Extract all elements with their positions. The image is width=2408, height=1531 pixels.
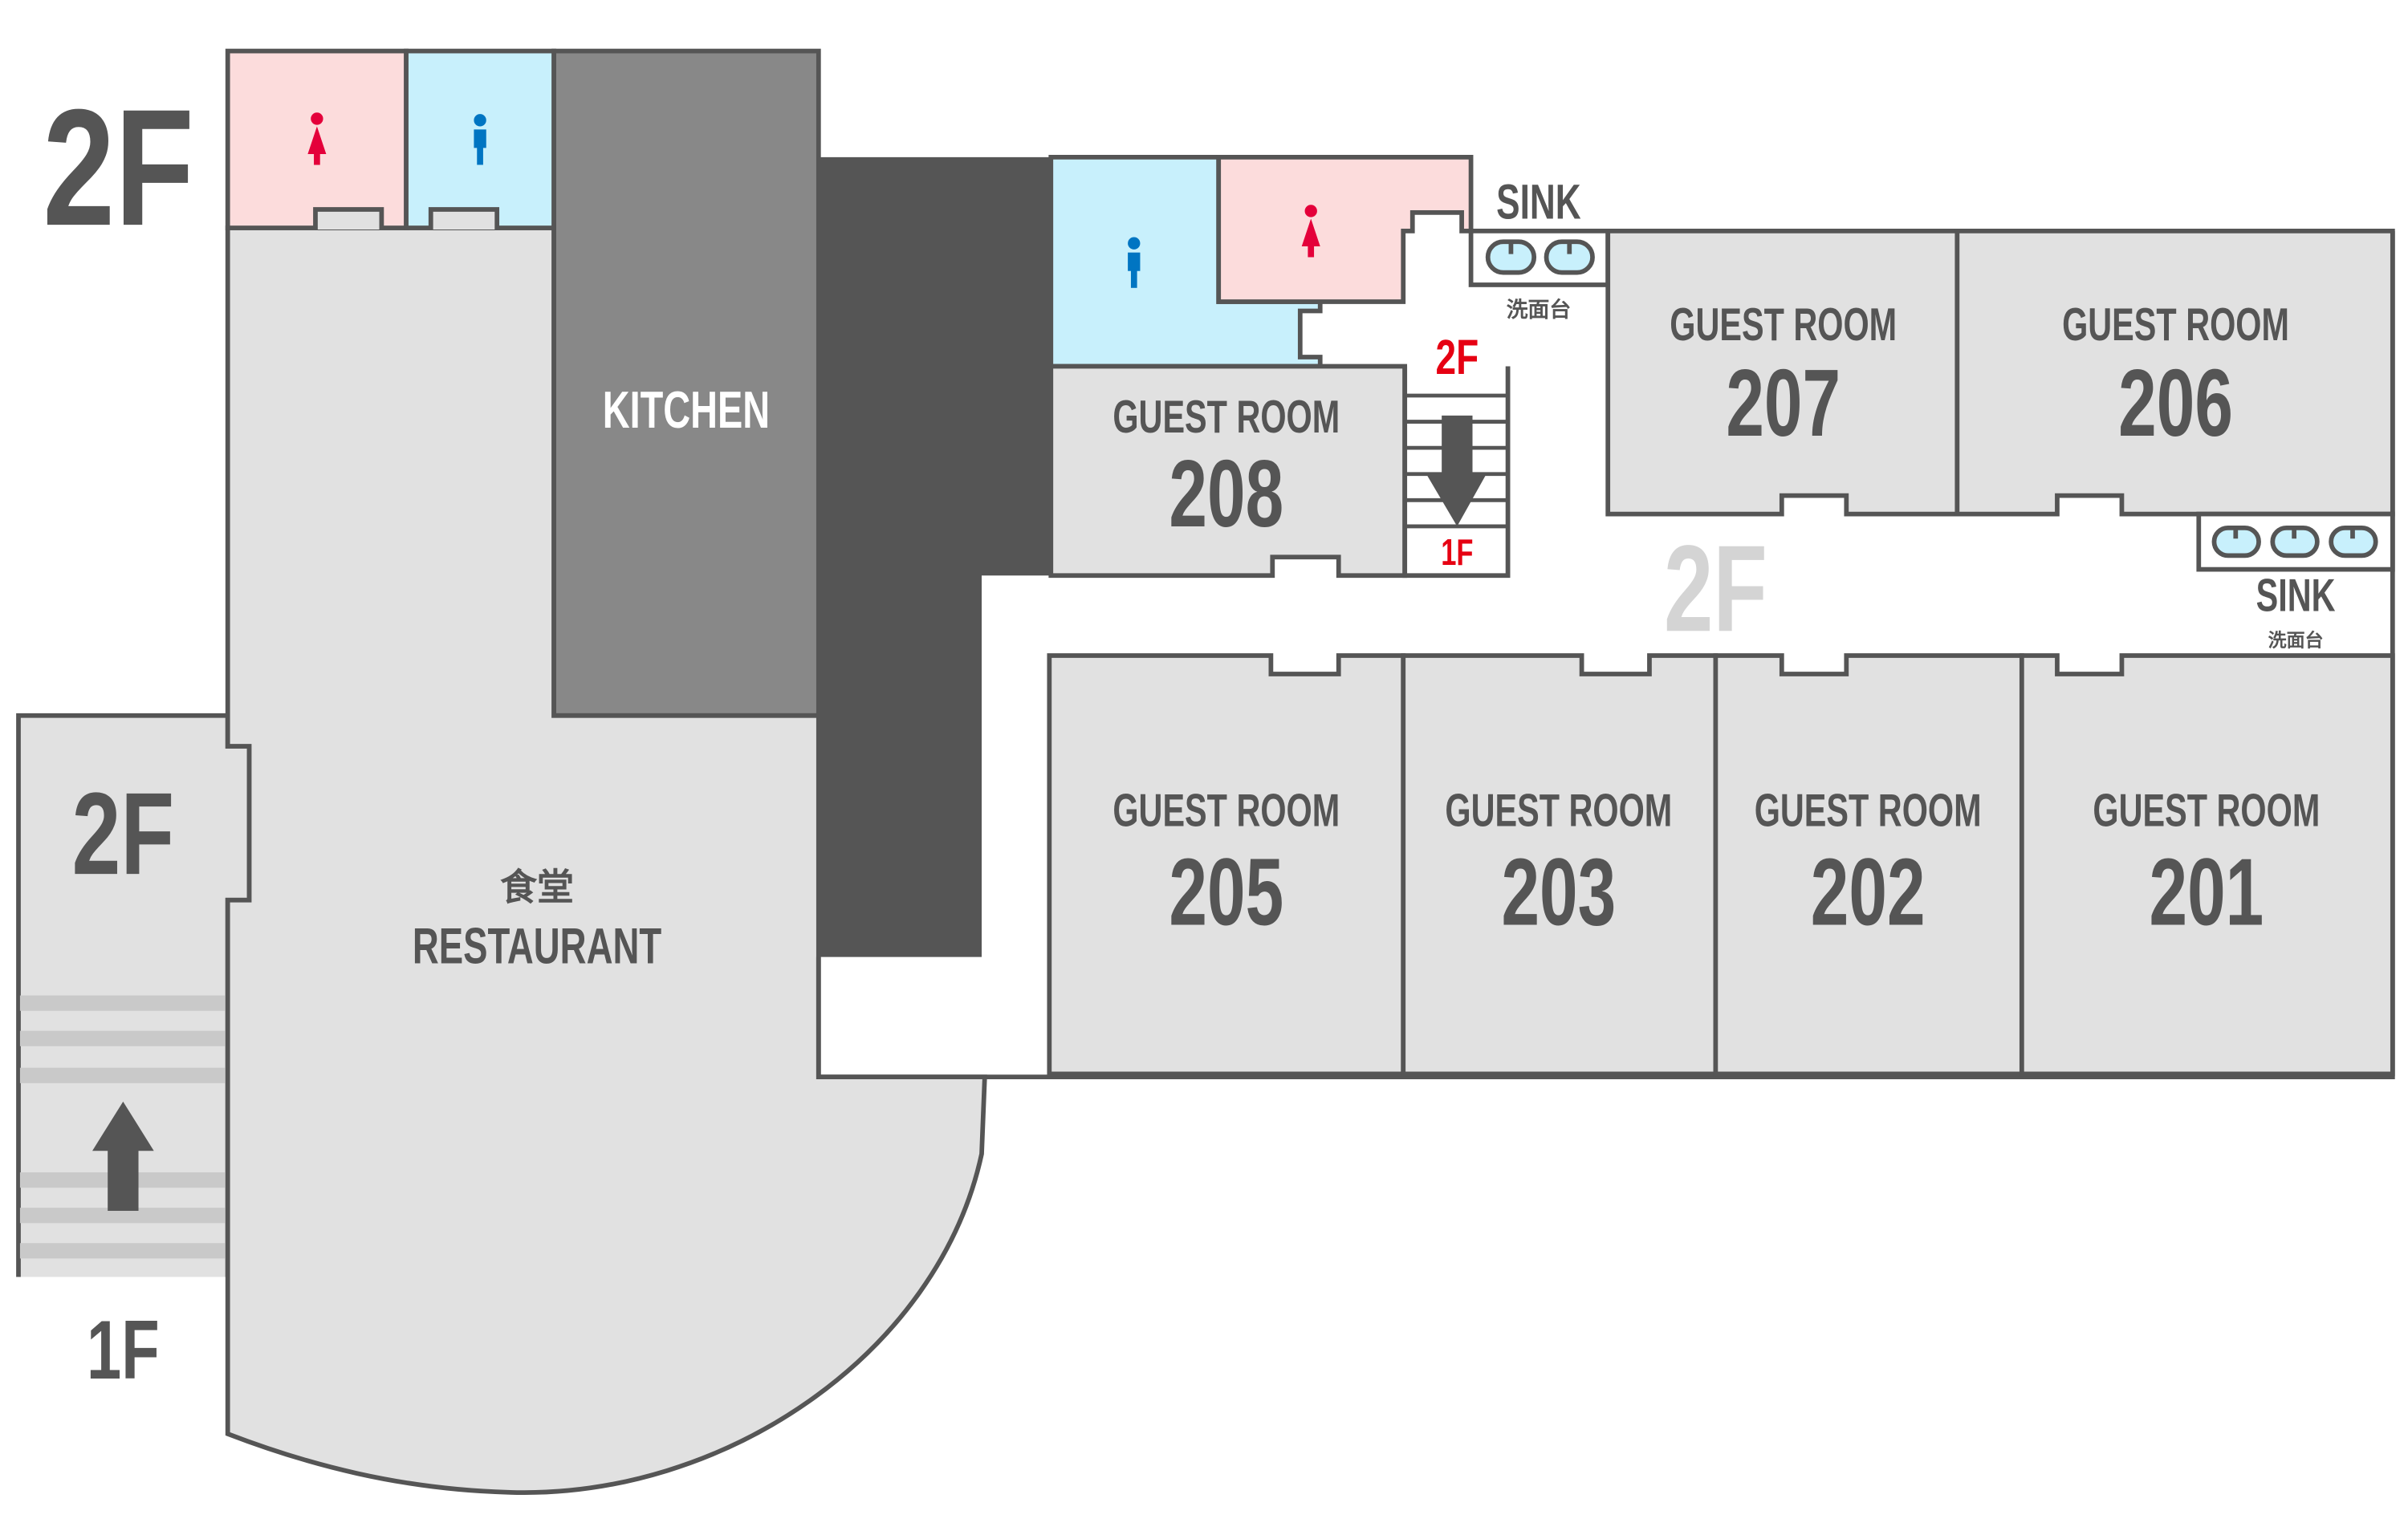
restaurant-label: RESTAURANT	[413, 917, 662, 974]
sink-area-top[interactable]: SINK 洗面台	[1468, 176, 1611, 323]
room-number: 205	[1169, 839, 1283, 945]
sink-icon	[2211, 525, 2378, 558]
sink-label: SINK	[1496, 176, 1581, 230]
room-label: GUEST ROOM	[1755, 785, 1982, 836]
mens-restroom-1[interactable]	[404, 48, 556, 230]
arrow-down-icon	[1426, 415, 1487, 526]
sink-label: SINK	[2256, 570, 2336, 621]
guest-room-207[interactable]: GUEST ROOM 207	[1605, 228, 1960, 517]
stairs-floor-label: 1F	[87, 1304, 160, 1396]
guest-room-203[interactable]: GUEST ROOM 203	[1401, 653, 1719, 1077]
room-label: GUEST ROOM	[1112, 785, 1340, 836]
guest-room-201[interactable]: GUEST ROOM 201	[2019, 653, 2395, 1077]
guest-room-202[interactable]: GUEST ROOM 202	[1713, 653, 2024, 1077]
men-icon	[1128, 237, 1141, 288]
sink-icon	[1485, 239, 1595, 275]
womens-restroom-2[interactable]	[1216, 154, 1474, 304]
room-label: GUEST ROOM	[1445, 785, 1672, 836]
men-icon	[474, 114, 486, 165]
sink-label-jp: 洗面台	[2268, 629, 2324, 650]
room-number: 208	[1169, 440, 1283, 546]
room-number: 201	[2150, 839, 2264, 945]
corridor-floor-label: 2F	[1664, 521, 1767, 658]
room-number: 202	[1811, 839, 1926, 945]
room-label: GUEST ROOM	[1670, 298, 1897, 350]
sink-label-jp: 洗面台	[1507, 297, 1571, 322]
restaurant-label-jp: 食堂	[500, 867, 574, 908]
left-stairs[interactable]: 2F 1F	[16, 713, 252, 1397]
stairs-floor-label: 2F	[72, 769, 175, 900]
women-icon	[307, 112, 327, 165]
room-label: GUEST ROOM	[1112, 391, 1340, 442]
room-label: GUEST ROOM	[2062, 298, 2289, 350]
womens-restroom-1[interactable]	[225, 48, 409, 230]
restaurant[interactable]: 食堂 RESTAURANT	[225, 225, 987, 1495]
guest-room-208[interactable]: GUEST ROOM 208	[1048, 363, 1408, 579]
kitchen[interactable]: KITCHEN	[551, 48, 821, 718]
room-number: 206	[2118, 349, 2233, 456]
door-notches	[313, 207, 500, 229]
sink-area-right[interactable]: SINK 洗面台	[2196, 511, 2395, 651]
room-number: 207	[1726, 349, 1841, 456]
women-icon	[1301, 205, 1320, 258]
room-number: 203	[1501, 839, 1616, 945]
floor-title: 2F	[43, 75, 193, 261]
guest-room-206[interactable]: GUEST ROOM 206	[1954, 228, 2395, 517]
stairs-floor-label: 1F	[1441, 531, 1473, 573]
kitchen-label: KITCHEN	[603, 382, 770, 440]
center-stairs[interactable]: 2F 1F	[1402, 331, 1511, 579]
stairs-floor-label: 2F	[1435, 331, 1479, 385]
guest-room-205[interactable]: GUEST ROOM 205	[1047, 653, 1406, 1077]
service-area	[818, 156, 1051, 957]
room-label: GUEST ROOM	[2093, 785, 2320, 836]
